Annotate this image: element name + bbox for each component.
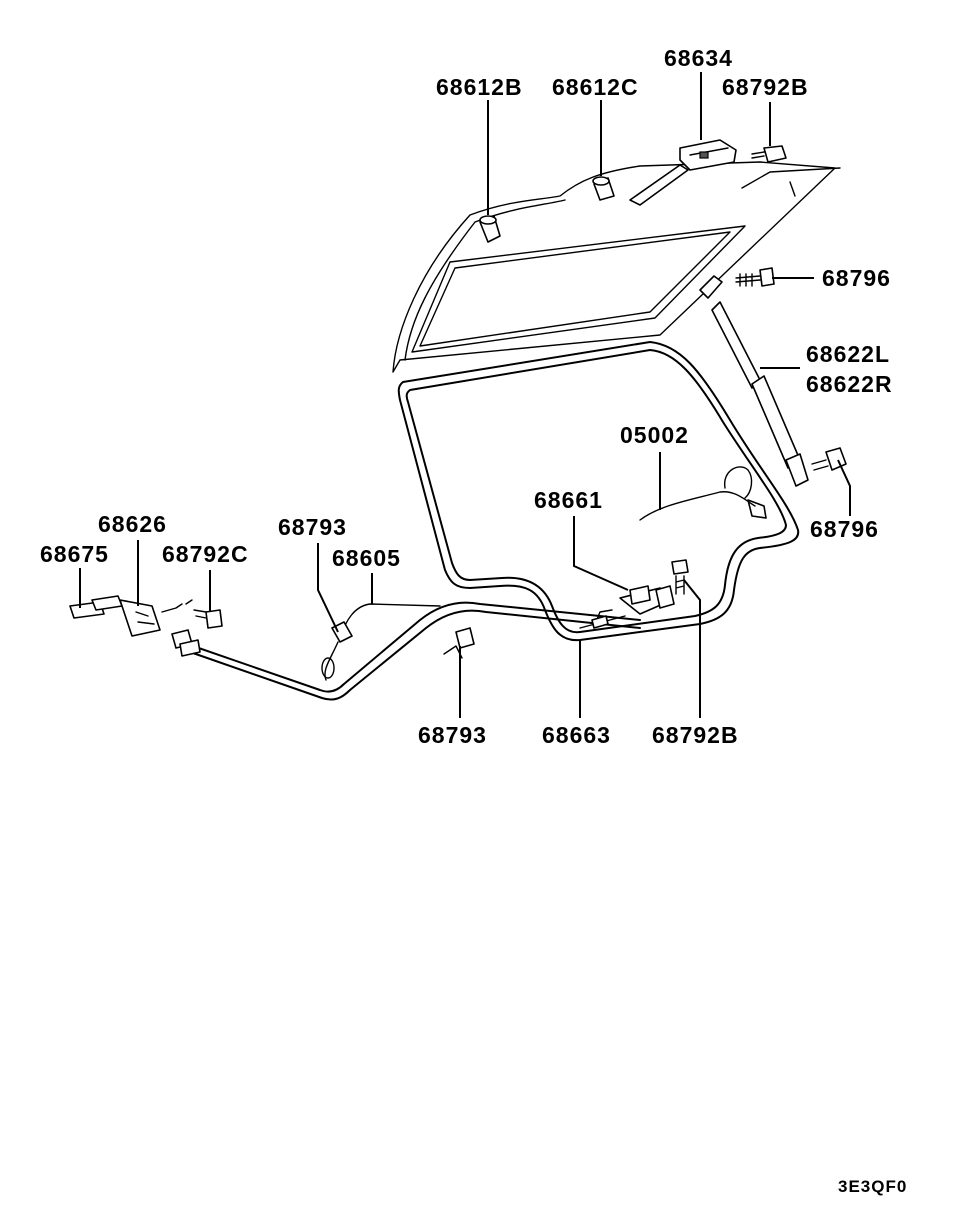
bolt-68792C [193,609,223,629]
hinge-68634 [629,139,737,206]
label-68612B: 68612B [436,74,523,100]
label-68622R: 68622R [806,371,893,397]
cable-68663 [579,609,626,629]
label-68796-top: 68796 [822,265,891,291]
opening-weatherstrip [397,341,800,642]
label-05002: 05002 [620,422,689,448]
bumper-68612B [479,215,501,243]
bumper-68612C [592,176,615,201]
label-68605: 68605 [332,545,401,571]
switch-05002 [639,466,767,521]
label-68622L: 68622L [806,341,890,367]
reference-code: 3E3QF0 [838,1177,907,1196]
handle-68675 [69,595,123,619]
label-68796-right: 68796 [810,516,879,542]
label-68793-bottom: 68793 [418,722,487,748]
bolt-68792B-top [751,145,787,163]
label-68612C: 68612C [552,74,639,100]
label-68792B-bottom: 68792B [652,722,739,748]
lock-68626 [119,599,193,637]
bolt-68796-top [699,267,775,299]
label-68663: 68663 [542,722,611,748]
tailgate-panel [392,161,841,373]
label-68634: 68634 [664,45,733,71]
release-cable-68605 [189,601,641,701]
latch-68661 [619,585,675,615]
label-68626: 68626 [98,511,167,537]
label-68792B-top: 68792B [722,74,809,100]
gas-strut-68622 [711,301,809,487]
label-68792C: 68792C [162,541,249,567]
clip-68793-left [321,621,353,679]
label-68793-left: 68793 [278,514,347,540]
cable-end-left [171,629,201,657]
label-68661: 68661 [534,487,603,513]
bolt-68792B-bottom [671,559,689,595]
leader-lines [79,72,851,718]
label-68675: 68675 [40,541,109,567]
